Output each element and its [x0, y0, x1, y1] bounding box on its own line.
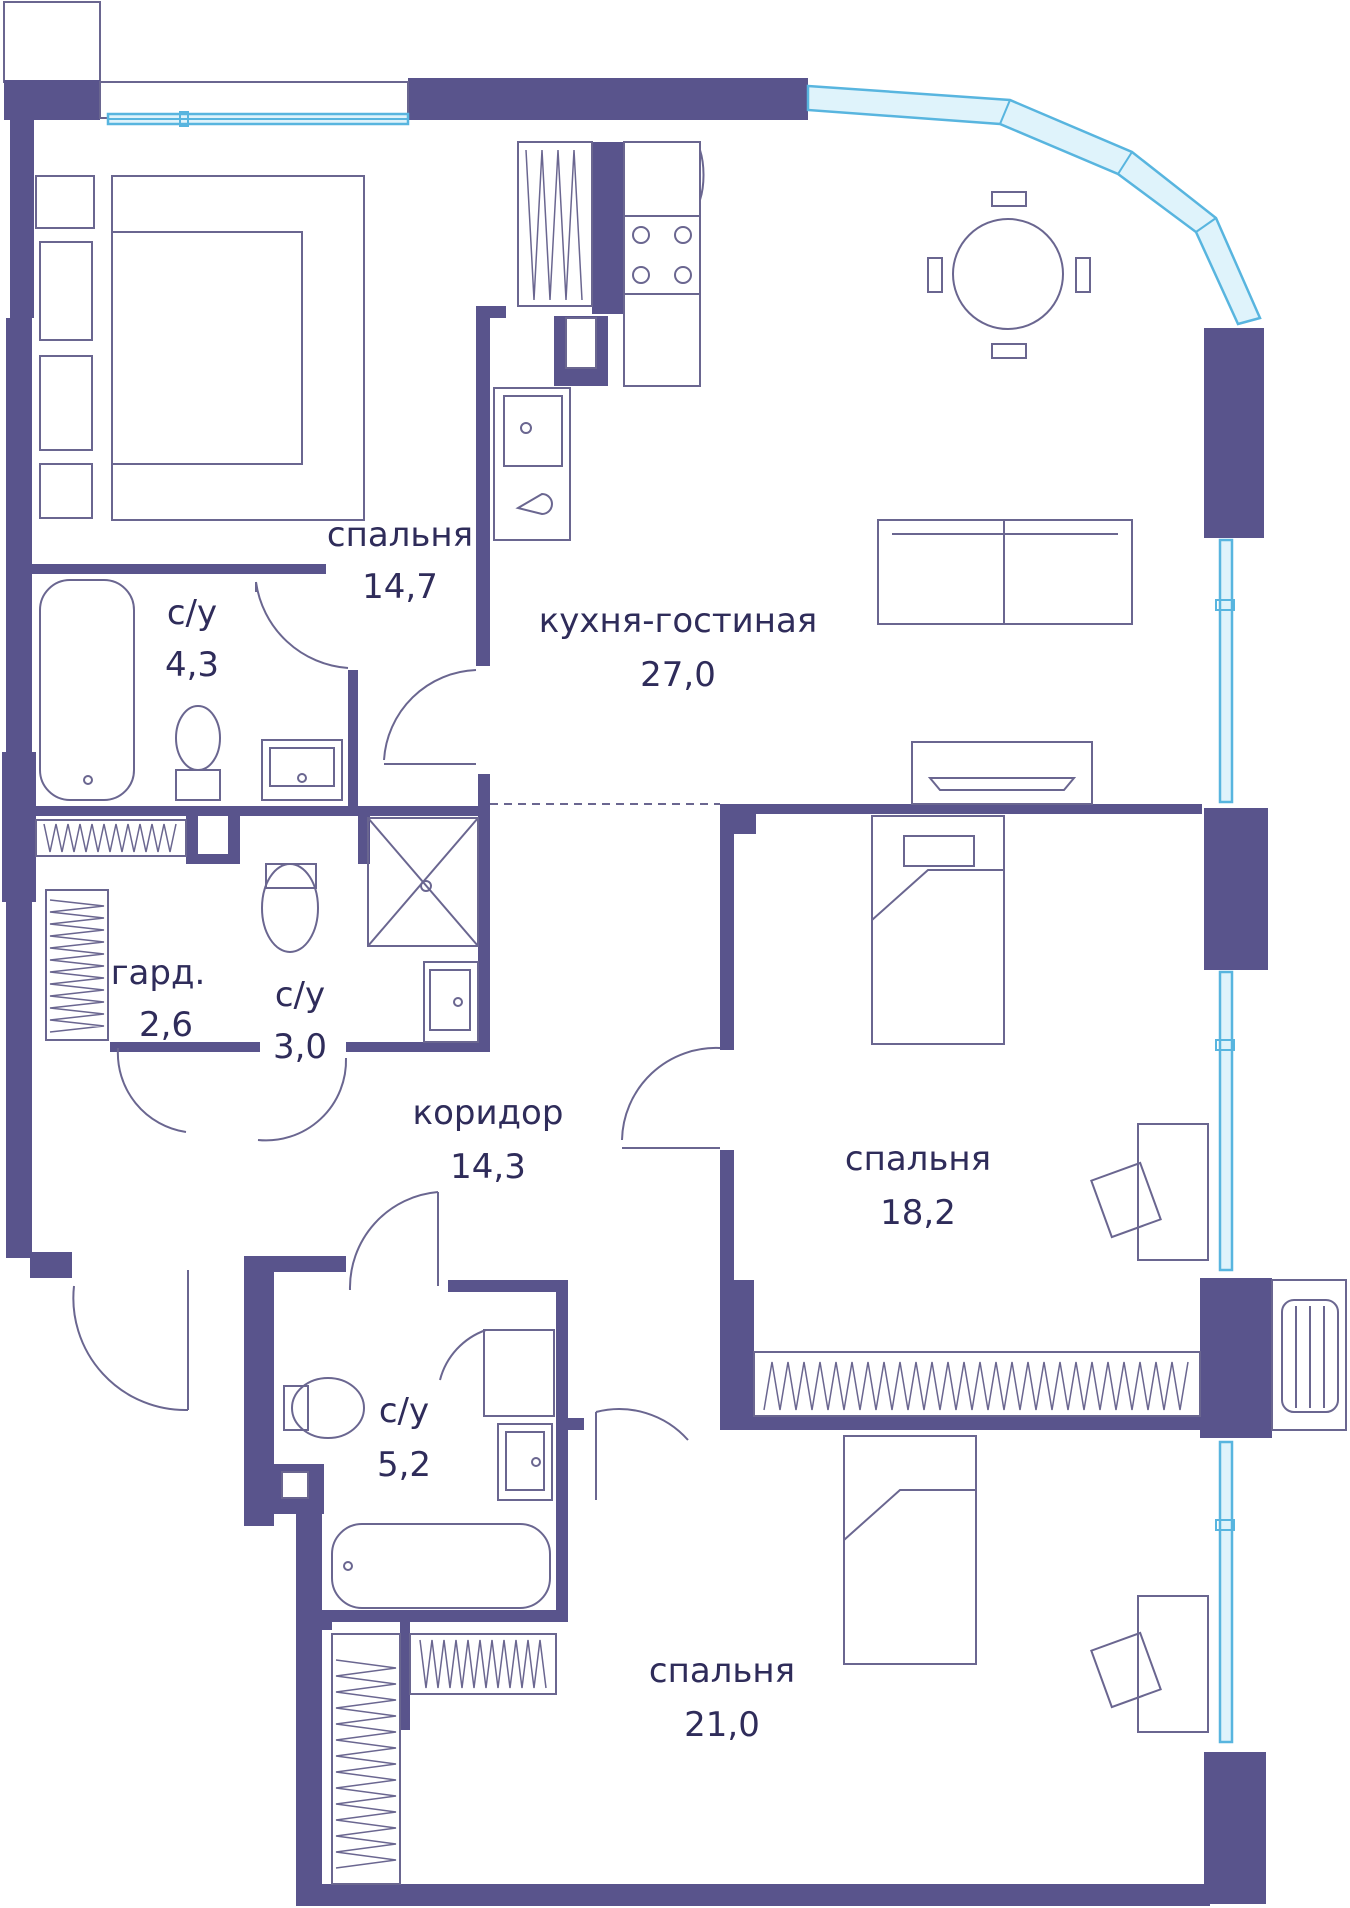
room-bath1-label: с/у 4,3 — [165, 593, 219, 685]
room-area: 27,0 — [640, 655, 716, 695]
room-bedroom3-label: спальня 21,0 — [649, 1651, 795, 1745]
room-kitchen-label: кухня-гостиная 27,0 — [539, 601, 818, 695]
room-area: 14,7 — [362, 567, 438, 607]
room-area: 21,0 — [684, 1705, 760, 1745]
room-name: спальня — [327, 515, 473, 555]
windows — [106, 84, 1262, 1744]
room-area: 2,6 — [139, 1005, 193, 1045]
room-name: кухня-гостиная — [539, 601, 818, 641]
room-bath2-label: с/у 3,0 — [273, 975, 327, 1067]
room-bedroom1-label: спальня 14,7 — [327, 515, 473, 607]
room-labels: спальня 14,7 с/у 4,3 кухня-гостиная 27,0… — [111, 515, 991, 1745]
room-area: 18,2 — [880, 1193, 956, 1233]
balcony-unit — [1271, 1279, 1347, 1431]
room-name: с/у — [167, 593, 217, 633]
room-corridor-label: коридор 14,3 — [413, 1093, 564, 1187]
room-bath3-label: с/у 5,2 — [377, 1391, 431, 1485]
room-name: коридор — [413, 1093, 564, 1133]
room-area: 4,3 — [165, 645, 219, 685]
room-bedroom2-label: спальня 18,2 — [845, 1139, 991, 1233]
room-area: 3,0 — [273, 1027, 327, 1067]
walls — [2, 1, 1272, 1906]
room-name: с/у — [379, 1391, 429, 1431]
doors — [72, 581, 721, 1500]
room-name: спальня — [649, 1651, 795, 1691]
room-name: с/у — [275, 975, 325, 1015]
room-name: гард. — [111, 953, 206, 993]
room-area: 5,2 — [377, 1445, 431, 1485]
room-area: 14,3 — [450, 1147, 526, 1187]
room-name: спальня — [845, 1139, 991, 1179]
furniture — [35, 141, 1209, 1885]
room-wardrobe-label: гард. 2,6 — [111, 953, 206, 1045]
